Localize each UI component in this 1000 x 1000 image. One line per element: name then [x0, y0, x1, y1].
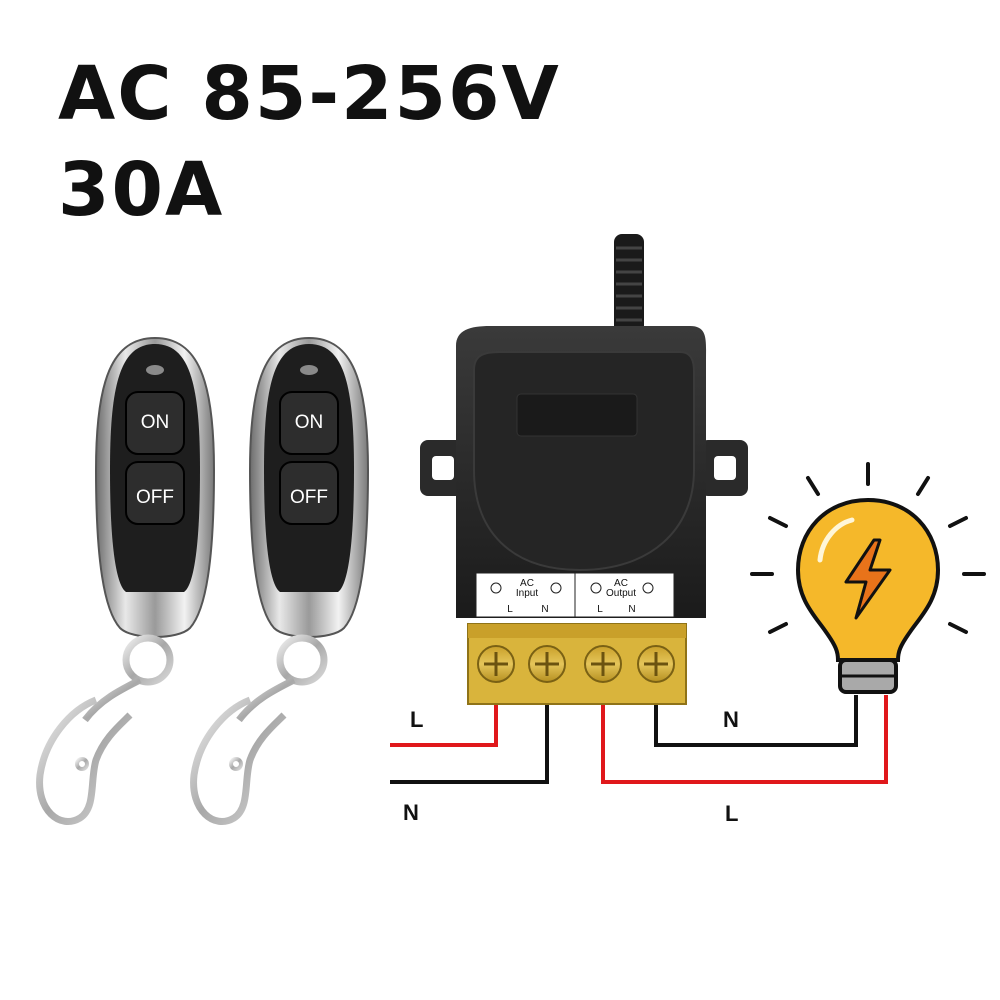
wiring-diagram — [390, 695, 888, 784]
off-button-label: OFF — [290, 487, 328, 508]
on-button-label: ON — [295, 412, 324, 433]
screw-terminal — [637, 645, 675, 683]
output-label: Output — [606, 588, 636, 599]
terminal-L-out: L — [597, 604, 603, 615]
remote-control-2: ON OFF — [190, 336, 370, 825]
screw-terminal — [584, 645, 622, 683]
terminal-N-out: N — [628, 604, 635, 615]
on-button-label: ON — [141, 412, 170, 433]
keychain-clip-icon — [36, 634, 174, 825]
input-label-ac: AC — [520, 578, 534, 589]
keychain-clip-icon — [190, 634, 328, 825]
light-rays — [750, 462, 986, 634]
input-label: Input — [516, 588, 538, 599]
antenna-icon — [614, 234, 644, 334]
relay-module: AC Input AC Output L N L N — [420, 234, 748, 705]
on-button[interactable]: ON — [279, 391, 339, 455]
input-live-wire — [390, 700, 498, 747]
terminal-L-in: L — [507, 604, 513, 615]
voltage-rating-title: AC 85-256V — [58, 51, 561, 137]
output-live-wire — [601, 695, 888, 784]
screw-terminal — [528, 645, 566, 683]
output-live-label: L — [725, 801, 738, 826]
off-button[interactable]: OFF — [125, 461, 185, 525]
light-bulb-icon — [750, 462, 986, 694]
input-live-label: L — [410, 707, 423, 732]
on-button[interactable]: ON — [125, 391, 185, 455]
output-neutral-wire — [654, 695, 858, 747]
current-rating-title: 30A — [58, 147, 225, 233]
off-button-label: OFF — [136, 487, 174, 508]
output-label-ac: AC — [614, 578, 628, 589]
input-neutral-wire — [390, 700, 549, 784]
output-neutral-label: N — [723, 707, 739, 732]
remote-control-1: ON OFF — [36, 336, 216, 825]
input-neutral-label: N — [403, 800, 419, 825]
lightning-bolt-icon — [844, 538, 892, 620]
terminal-N-in: N — [541, 604, 548, 615]
terminal-block — [467, 623, 687, 705]
off-button[interactable]: OFF — [279, 461, 339, 525]
screw-terminal — [477, 645, 515, 683]
